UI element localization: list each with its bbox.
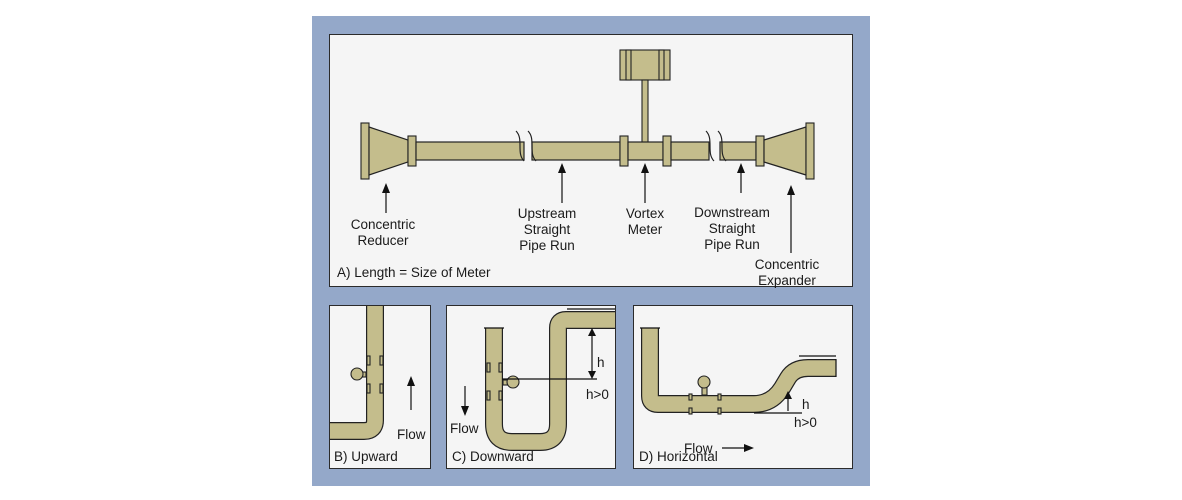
horizontal-flange-1t — [688, 393, 693, 401]
meter-stem — [641, 79, 649, 153]
downward-flow-arrowhead — [461, 406, 469, 416]
horizontal-flange-2t — [717, 393, 722, 401]
upstream-label-line-1: Upstream — [518, 206, 577, 221]
panel-c-drawing: h h>0 Flow C) Downward — [450, 306, 615, 464]
upward-meter-head — [350, 367, 364, 381]
upward-flange-1l — [366, 355, 371, 366]
horizontal-pipe-cutoff — [640, 306, 662, 328]
meter-flange-left — [619, 135, 629, 167]
reducer-flange-small — [407, 135, 417, 167]
downward-pipe-cutoff — [484, 306, 506, 328]
upstream-label-line-2: Straight — [524, 222, 571, 237]
downstream-arrowhead — [737, 163, 745, 173]
concentric-reducer — [368, 126, 409, 176]
vortex-meter-body — [627, 141, 664, 161]
downward-flange-2r — [498, 390, 503, 401]
upward-pipe — [330, 306, 383, 439]
downward-flange-1r — [498, 362, 503, 373]
downstream-label-line-1: Downstream — [694, 205, 770, 220]
downward-flow-label: Flow — [450, 421, 479, 436]
meter-flange-right — [662, 135, 672, 167]
downstream-label-line-3: Pipe Run — [704, 237, 760, 252]
downward-flange-1l — [486, 362, 491, 373]
panel-d-drawing: h h>0 Flow D) Horizontal — [639, 306, 837, 464]
downward-h-condition: h>0 — [586, 387, 609, 402]
meter-label-line-1: Vortex — [626, 206, 665, 221]
horizontal-flange-2b — [717, 407, 722, 415]
meter-arrowhead — [641, 163, 649, 173]
panel-length-size-of-meter: Concentric Reducer Upstream Straight Pip… — [329, 34, 853, 288]
panel-a-drawing: Concentric Reducer Upstream Straight Pip… — [337, 49, 820, 288]
downward-meter-head — [506, 375, 520, 389]
downward-h-arrowhead-bottom — [588, 371, 596, 379]
upward-flange-1r — [379, 355, 384, 366]
horizontal-h-label: h — [802, 397, 810, 412]
reducer-flange-large — [360, 122, 370, 180]
diagram-frame: Concentric Reducer Upstream Straight Pip… — [312, 16, 870, 486]
downward-h-label: h — [597, 355, 605, 370]
horizontal-flange-1b — [688, 407, 693, 415]
expander-flange-large — [805, 122, 815, 180]
reducer-arrowhead — [382, 183, 390, 193]
concentric-expander — [763, 126, 807, 176]
panel-downward: h h>0 Flow C) Downward — [446, 305, 616, 469]
panel-a-caption: A) Length = Size of Meter — [337, 265, 491, 280]
downstream-label-line-2: Straight — [709, 221, 756, 236]
horizontal-flow-arrowhead — [744, 444, 754, 452]
upward-flange-2r — [379, 383, 384, 394]
expander-label-line-2: Expander — [758, 273, 816, 288]
panel-d-caption: D) Horizontal — [639, 449, 718, 464]
upward-flow-arrowhead — [407, 376, 415, 386]
downward-pipe — [486, 312, 615, 450]
panel-c-caption: C) Downward — [452, 449, 534, 464]
expander-arrowhead — [787, 185, 795, 195]
expander-flange-small — [755, 135, 765, 167]
pipe-break-2b — [717, 130, 727, 162]
pipe-break-1a — [515, 130, 525, 162]
pipe-segment-1 — [415, 141, 525, 161]
horizontal-h-arrowhead — [784, 391, 792, 399]
reducer-label-line-1: Concentric — [351, 217, 416, 232]
horizontal-h-condition: h>0 — [794, 415, 817, 430]
panel-b-caption: B) Upward — [334, 449, 398, 464]
upstream-label-line-3: Pipe Run — [519, 238, 575, 253]
pipe-segment-downstream-2 — [719, 141, 757, 161]
pipe-segment-upstream — [531, 141, 621, 161]
downward-flange-2l — [486, 390, 491, 401]
expander-label-line-1: Concentric — [755, 257, 820, 272]
meter-label-line-2: Meter — [628, 222, 663, 237]
horizontal-flow-label: Flow — [684, 441, 713, 456]
panel-horizontal: h h>0 Flow D) Horizontal — [633, 305, 853, 469]
panel-upward: Flow B) Upward — [329, 305, 431, 469]
meter-head-band-right — [658, 49, 665, 81]
downward-h-arrowhead-top — [588, 328, 596, 336]
horizontal-meter-head — [697, 375, 711, 389]
panel-b-drawing: Flow B) Upward — [330, 306, 426, 464]
upward-flange-2l — [366, 383, 371, 394]
pipe-break-1b — [527, 130, 537, 162]
pipe-break-2a — [705, 130, 715, 162]
reducer-label-line-2: Reducer — [357, 233, 409, 248]
horizontal-pipe — [642, 328, 836, 412]
meter-head-band-left — [625, 49, 632, 81]
upward-flow-label: Flow — [397, 427, 426, 442]
upstream-arrowhead — [558, 163, 566, 173]
pipe-segment-downstream-1 — [670, 141, 710, 161]
